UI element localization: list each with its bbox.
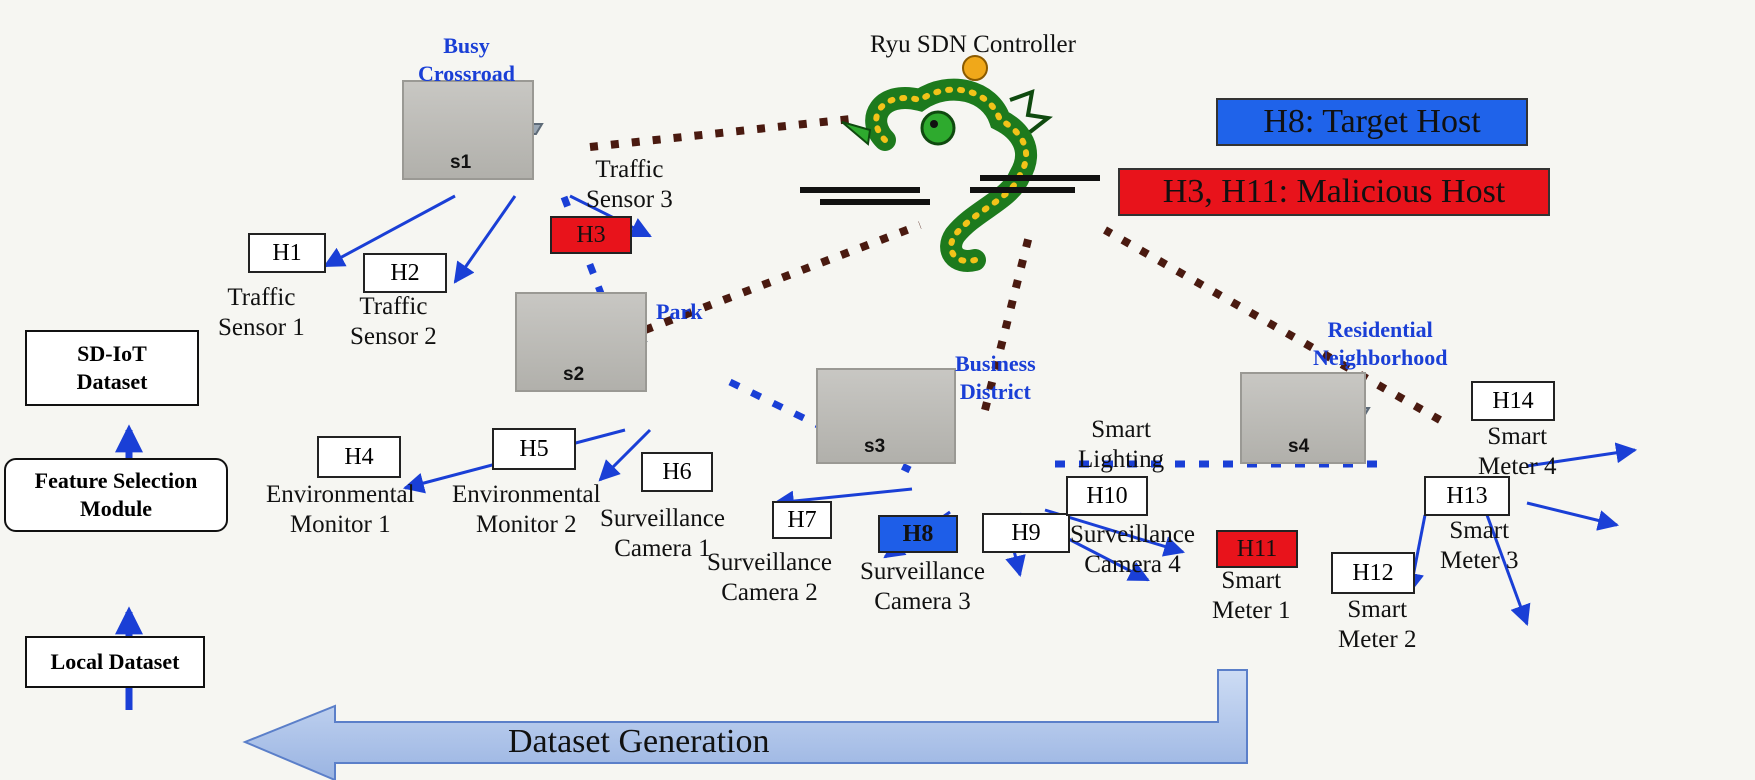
host-h10[interactable]: H10	[1066, 476, 1148, 516]
controller-label: Ryu SDN Controller	[870, 31, 1076, 58]
control-link-s1	[589, 114, 861, 151]
control-link-s2	[643, 221, 922, 334]
legend-malicious-host: H3, H11: Malicious Host	[1118, 168, 1550, 216]
link-s1-h2	[453, 195, 517, 284]
local-dataset-box: Local Dataset	[25, 636, 205, 688]
host-h5[interactable]: H5	[492, 428, 576, 470]
control-link-s4	[1103, 226, 1442, 424]
host-h1[interactable]: H1	[248, 233, 326, 273]
host-h2[interactable]: H2	[363, 253, 447, 293]
link-s2-h5	[598, 428, 652, 482]
host-h11[interactable]: H11	[1216, 530, 1298, 568]
host-h14[interactable]: H14	[1471, 381, 1555, 421]
legend-target-host: H8: Target Host	[1216, 98, 1528, 146]
region-label-s2: Park	[656, 299, 703, 324]
switch-s3-label: s3	[864, 436, 886, 457]
dataset-generation-arrow	[242, 669, 1248, 780]
dataset-generation-label: Dataset Generation	[508, 723, 770, 760]
switch-s1-label: s1	[450, 152, 472, 173]
control-link-s3	[981, 231, 1034, 411]
switch-s2-label: s2	[563, 364, 585, 385]
switch-s4[interactable]: s4	[1240, 372, 1366, 464]
switch-s3[interactable]: s3	[816, 368, 956, 464]
link-s4-h14	[1526, 442, 1638, 468]
switch-s2[interactable]: s2	[515, 292, 647, 392]
controller-links	[589, 114, 1442, 424]
host-h6[interactable]: H6	[641, 452, 713, 492]
ryu-dragon-icon	[800, 55, 1100, 272]
host-h3[interactable]: H3	[550, 216, 632, 254]
switch-s4-label: s4	[1288, 436, 1310, 457]
link-s4-h12	[1485, 514, 1531, 626]
link-s4-h13	[1526, 501, 1620, 531]
link-s3-h6	[772, 487, 913, 512]
host-h12[interactable]: H12	[1331, 552, 1415, 594]
switch-s1[interactable]: s1	[402, 80, 534, 180]
host-h4[interactable]: H4	[317, 436, 401, 478]
host-h7[interactable]: H7	[772, 501, 832, 539]
link-s1-h1	[323, 194, 456, 268]
host-h13[interactable]: H13	[1424, 476, 1510, 516]
host-h8[interactable]: H8	[878, 515, 958, 553]
host-h9[interactable]: H9	[982, 513, 1070, 553]
